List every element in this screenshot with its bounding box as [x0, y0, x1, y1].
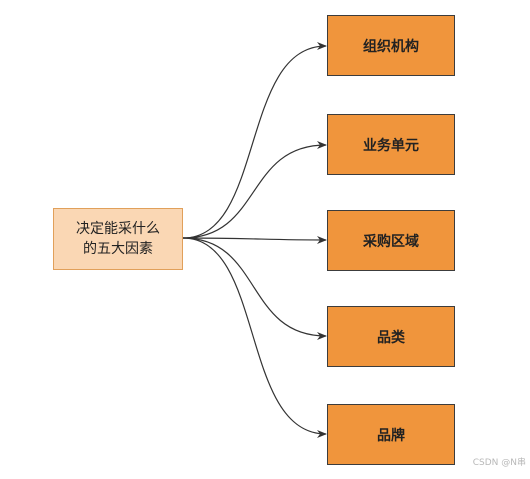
- root-node-line-1: 决定能采什么: [76, 221, 160, 237]
- child-node-category: 品类: [327, 306, 455, 367]
- child-node-organization: 组织机构: [327, 15, 455, 76]
- child-node-label: 采购区域: [363, 233, 419, 250]
- child-node-label: 品类: [377, 329, 405, 346]
- child-node-brand: 品牌: [327, 404, 455, 465]
- child-node-label: 业务单元: [363, 137, 419, 154]
- root-node-line-2: 的五大因素: [83, 241, 153, 257]
- child-node-purchasing-region: 采购区域: [327, 210, 455, 271]
- connector-to-child-1: [182, 141, 327, 239]
- connector-to-child-3: [182, 237, 327, 340]
- child-node-business-unit: 业务单元: [327, 114, 455, 175]
- connector-to-child-0: [182, 42, 327, 239]
- child-node-label: 组织机构: [363, 38, 419, 55]
- child-node-label: 品牌: [377, 427, 405, 444]
- root-node: 决定能采什么 的五大因素: [53, 208, 183, 270]
- connector-to-child-4: [182, 237, 327, 438]
- connector-to-child-2: [182, 235, 327, 244]
- watermark: CSDN @N串: [472, 458, 526, 468]
